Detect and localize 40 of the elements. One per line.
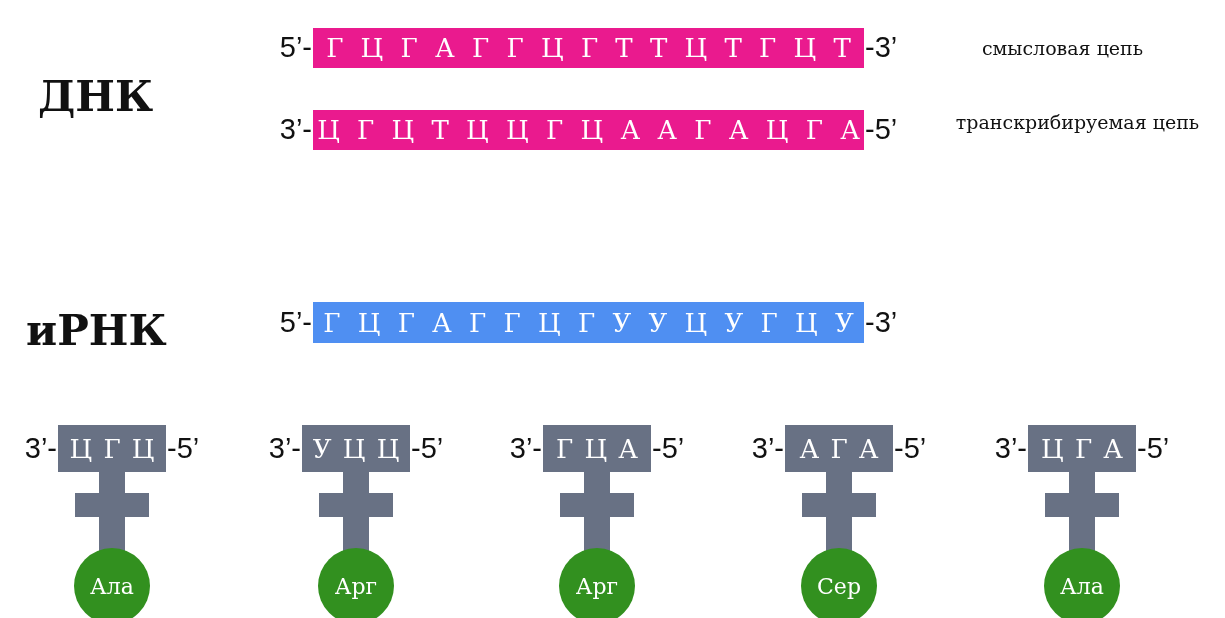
strand-caption: транскрибируемая цепь	[954, 110, 1201, 135]
strand-caption: смысловая цепь	[980, 36, 1145, 61]
amino-acid-name: Арг	[334, 573, 378, 599]
strand-end-label: 3’-	[268, 431, 301, 465]
molecule-label: ДНК	[38, 72, 154, 121]
strand-end-label: -5’	[652, 431, 685, 465]
strand-end-label: 5’-	[279, 305, 312, 339]
strand-end-label: -3’	[865, 31, 898, 64]
strand-end-label: 3’-	[509, 431, 542, 465]
anticodon-box	[302, 425, 410, 472]
anticodon-box	[1028, 425, 1136, 472]
strand-end-label: 3’-	[994, 431, 1027, 465]
nucleotide-sequence: А Г А	[799, 433, 879, 464]
nucleotide-strand	[313, 302, 864, 343]
strand-end-label: 5’-	[279, 31, 312, 64]
nucleotide-sequence: У Ц Ц	[312, 433, 400, 464]
molecule-label: иРНК	[26, 306, 167, 355]
strand-end-label: 3’-	[751, 431, 784, 465]
anticodon-box	[58, 425, 166, 472]
strand-end-label: -5’	[894, 431, 927, 465]
anticodon-box	[543, 425, 651, 472]
strand-end-label: -3’	[865, 305, 898, 339]
anticodon-box	[785, 425, 893, 472]
strand-end-label: -5’	[167, 431, 200, 465]
nucleotide-strand	[313, 28, 864, 68]
amino-acid-name: Арг	[575, 573, 619, 599]
nucleotide-sequence: Ц Г А	[1040, 433, 1124, 464]
strand-end-label: -5’	[865, 113, 898, 146]
nucleotide-sequence: Г Ц Г А Г Г Ц Г У У Ц У Г Ц У	[323, 307, 854, 338]
nucleotide-sequence: Ц Г Ц Т Ц Ц Г Ц А А Г А Ц Г А	[317, 115, 860, 145]
strand-end-label: 3’-	[279, 113, 312, 146]
strand-end-label: -5’	[1137, 431, 1170, 465]
amino-acid-name: Ала	[90, 573, 134, 599]
nucleotide-sequence: Г Ц Г А Г Г Ц Г Т Т Ц Т Г Ц Т	[326, 33, 851, 63]
strand-end-label: 3’-	[24, 431, 57, 465]
nucleotide-sequence: Ц Г Ц	[69, 433, 155, 464]
strand-end-label: -5’	[411, 431, 444, 465]
amino-acid-name: Сер	[817, 573, 861, 599]
nucleotide-sequence: Г Ц А	[555, 433, 639, 464]
amino-acid-name: Ала	[1060, 573, 1104, 599]
